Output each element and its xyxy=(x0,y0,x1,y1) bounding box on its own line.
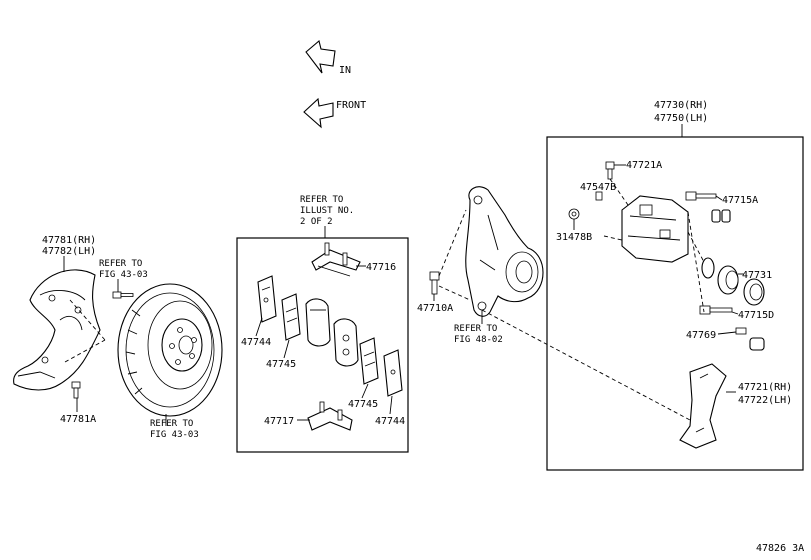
shield-bolt xyxy=(71,381,81,399)
p-47721a-label: 47721A xyxy=(626,160,662,171)
pad-47744-left-label: 47744 xyxy=(241,337,271,348)
brake-pad-right xyxy=(333,318,359,367)
refer-fig-43-03-top-line2: FIG 43-03 xyxy=(99,270,148,280)
refer-fig-43-03-bottom-line2: FIG 43-03 xyxy=(150,430,199,440)
pad-47745-right-label: 47745 xyxy=(348,399,378,410)
front-arrow-icon xyxy=(303,97,334,129)
mount-rh-label: 47721(RH) xyxy=(738,382,792,393)
figure-id: 47826 3A xyxy=(756,543,804,554)
refer-fig-48-02-line1: REFER TO xyxy=(454,324,497,334)
shim-kit-top xyxy=(311,242,361,277)
refer-illust-line2: ILLUST NO. xyxy=(300,206,354,216)
knuckle-bolt xyxy=(429,271,440,295)
mount-lh-label: 47722(LH) xyxy=(738,395,792,406)
p-47715a-label: 47715A xyxy=(722,195,758,206)
dust-shield xyxy=(13,269,106,391)
bolt-47710a-label: 47710A xyxy=(417,303,453,314)
caliper-rh-label: 47730(RH) xyxy=(654,100,708,111)
p-47715d-label: 47715D xyxy=(738,310,774,321)
p-47769-label: 47769 xyxy=(686,330,716,341)
front-label: FRONT xyxy=(336,100,366,111)
pad-kit-47716-label: 47716 xyxy=(366,262,396,273)
pad-shim-inner-right xyxy=(359,337,379,385)
caliper-lh-label: 47750(LH) xyxy=(654,113,708,124)
pad-shim-inner-left xyxy=(281,293,301,341)
bleeder-bolt xyxy=(605,161,615,180)
caliper-body xyxy=(603,195,705,263)
slide-pin-d xyxy=(699,305,733,315)
p-47547b-label: 47547B xyxy=(580,182,616,193)
pad-47744-right-label: 47744 xyxy=(375,416,405,427)
hub-bolt xyxy=(112,291,134,299)
piston-seal xyxy=(701,257,765,306)
shield-lh-label: 47782(LH) xyxy=(42,246,96,257)
refer-illust-line1: REFER TO xyxy=(300,195,343,205)
shield-rh-label: 47781(RH) xyxy=(42,235,96,246)
p-47731-label: 47731 xyxy=(742,270,772,281)
refer-illust-line3: 2 OF 2 xyxy=(300,217,333,227)
pad-kit-47717-label: 47717 xyxy=(264,416,294,427)
caliper-assembly-box xyxy=(546,136,804,471)
brake-pad-left xyxy=(305,298,331,347)
p-31478b-label: 31478B xyxy=(556,232,592,243)
steering-knuckle xyxy=(465,186,544,317)
shield-bolt-label: 47781A xyxy=(60,414,96,425)
brake-rotor xyxy=(117,283,223,417)
pin-boot xyxy=(735,327,765,351)
refer-fig-48-02-line2: FIG 48-02 xyxy=(454,335,503,345)
seal-ring xyxy=(568,208,580,220)
refer-fig-43-03-bottom-line1: REFER TO xyxy=(150,419,193,429)
shim-kit-bottom xyxy=(307,401,353,431)
in-label: IN xyxy=(339,65,351,76)
caliper-mounting-bracket xyxy=(679,363,727,449)
refer-fig-43-03-top-line1: REFER TO xyxy=(99,259,142,269)
pad-shim-outer-left xyxy=(257,275,277,323)
pad-shim-outer-right xyxy=(383,349,403,397)
pad-kit-box xyxy=(236,237,409,453)
pad-47745-left-label: 47745 xyxy=(266,359,296,370)
bleeder-cap xyxy=(595,191,603,201)
in-arrow-icon xyxy=(305,40,336,74)
slide-pin-a xyxy=(685,191,731,223)
